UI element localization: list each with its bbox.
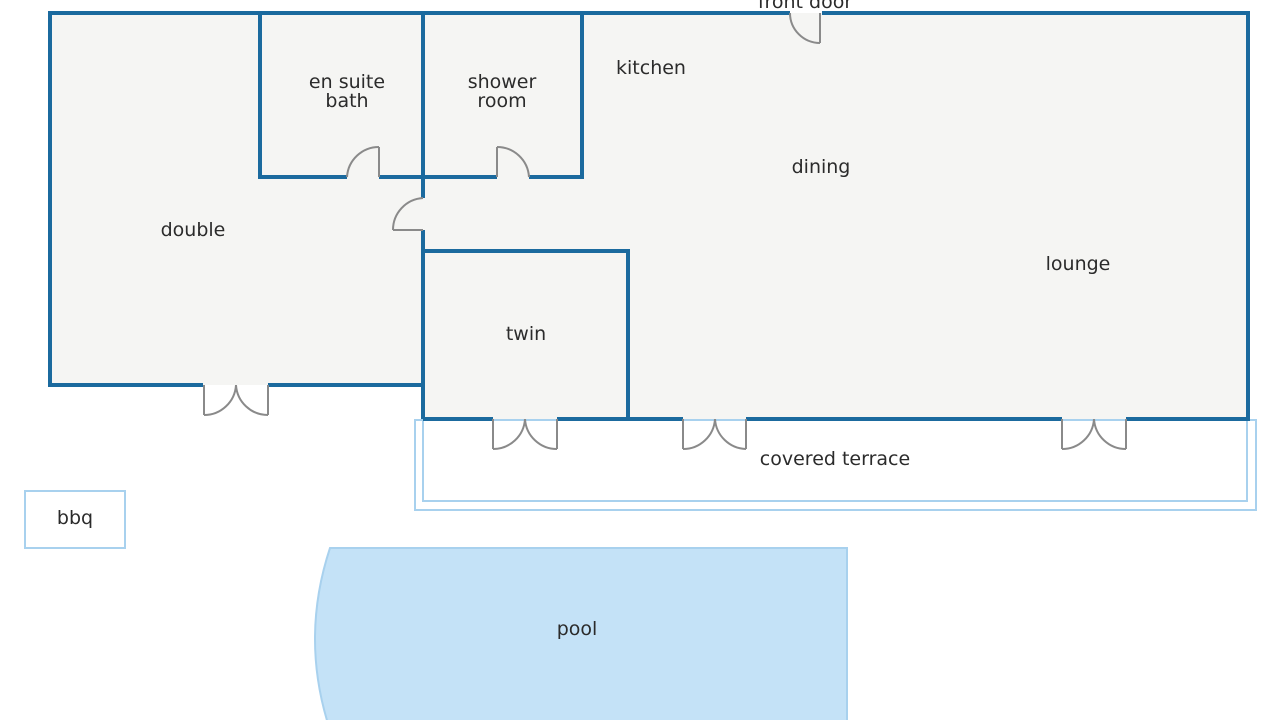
shower-room-label-line2: room bbox=[477, 90, 526, 112]
wall-twin bbox=[423, 249, 630, 419]
shower-room-label-line1: shower bbox=[468, 71, 537, 93]
en-suite-door bbox=[346, 145, 380, 178]
covered-terrace-label: covered terrace bbox=[760, 448, 910, 470]
wall-shower-right bbox=[529, 13, 584, 179]
twin-label: twin bbox=[506, 323, 546, 345]
floor-main-wing bbox=[423, 13, 1248, 419]
front-door bbox=[789, 12, 821, 44]
bbq-label: bbq bbox=[57, 507, 93, 529]
wall-en-suite bbox=[258, 13, 347, 179]
double-label: double bbox=[161, 219, 226, 241]
lounge-label: lounge bbox=[1046, 253, 1111, 275]
front-door-label: front door bbox=[758, 0, 853, 13]
double-bedroom-door bbox=[391, 197, 424, 231]
dining-label: dining bbox=[792, 156, 851, 178]
room-labels: front door kitchen en suite bath shower … bbox=[57, 0, 1110, 640]
shower-room-door bbox=[496, 145, 530, 178]
doors bbox=[203, 12, 1127, 451]
kitchen-label: kitchen bbox=[616, 57, 686, 79]
lounge-french-doors bbox=[1061, 418, 1127, 451]
floor-left-wing bbox=[50, 13, 423, 385]
bbq-area bbox=[24, 490, 126, 549]
house-floor bbox=[50, 13, 1248, 419]
dining-french-doors bbox=[682, 418, 747, 451]
double-french-doors bbox=[203, 384, 269, 417]
en-suite-label-line2: bath bbox=[325, 90, 368, 112]
pool-label: pool bbox=[557, 618, 598, 640]
outer-wall-front bbox=[822, 11, 1250, 421]
twin-french-doors bbox=[492, 418, 558, 451]
outer-wall bbox=[48, 11, 790, 387]
walls bbox=[48, 11, 1250, 421]
pool-shape bbox=[314, 547, 848, 720]
en-suite-label-line1: en suite bbox=[309, 71, 385, 93]
